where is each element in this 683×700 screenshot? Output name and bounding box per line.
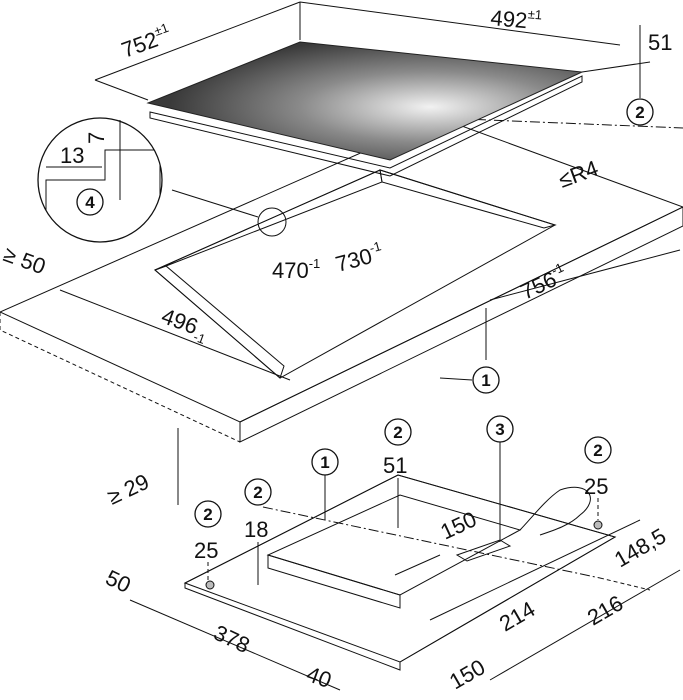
svg-text:13: 13 [60,143,84,168]
dim-top-width: 752±1 [117,20,174,63]
bottom-dimension-lines [129,519,681,691]
dim-inner-width: 730-1 [332,238,386,277]
svg-text:2: 2 [593,441,602,460]
svg-text:1: 1 [320,453,329,472]
svg-text:1: 1 [481,371,490,390]
svg-text:2: 2 [203,505,212,524]
top-hob [94,1,681,360]
dim-40: 40 [303,661,335,693]
dim-outer-width: 756-1 [516,260,571,305]
callout-2-rear-right: 2 25 [584,436,612,520]
svg-text:4: 4 [85,193,95,212]
dim-outer-depth: 496-1 [157,303,212,347]
callout-1-bottom: 1 [311,448,339,520]
svg-text:2: 2 [635,103,644,122]
callout-2-top: 2 [626,90,654,126]
svg-text:51: 51 [383,453,407,478]
svg-text:2: 2 [253,483,262,502]
dim-top-depth: 492±1 [490,3,543,34]
dim-378: 378 [210,620,254,658]
dim-min-front: ≥ 50 [0,241,49,279]
bottom-hob [183,474,617,671]
callout-2-front-left: 2 25 [194,500,222,580]
detail-marker [257,207,287,237]
dim-top-height: 51 [648,30,672,55]
dim-radius: ≤R4 [555,155,601,192]
edge-detail: 13 7 4 [37,117,163,243]
dim-150-bottom: 150 [445,654,489,694]
dim-150-top: 150 [437,506,481,544]
svg-text:25: 25 [584,474,608,499]
callout-3-connection: 3 [486,415,514,542]
callout-1-countertop: 1 [439,366,500,394]
dim-50: 50 [102,565,135,598]
callout-2-left-inner: 2 18 [244,478,272,585]
dim-216: 216 [583,590,627,630]
svg-text:3: 3 [495,420,504,439]
countertop [0,117,683,443]
dim-min-thickness: ≥ 29 [104,469,153,510]
dim-214: 214 [495,596,539,636]
svg-text:7: 7 [84,132,109,144]
svg-text:2: 2 [393,423,402,442]
svg-text:25: 25 [194,538,218,563]
dim-inner-depth: 470-1 [272,256,320,283]
callout-2-center: 2 51 [383,418,412,528]
svg-text:18: 18 [244,517,268,542]
